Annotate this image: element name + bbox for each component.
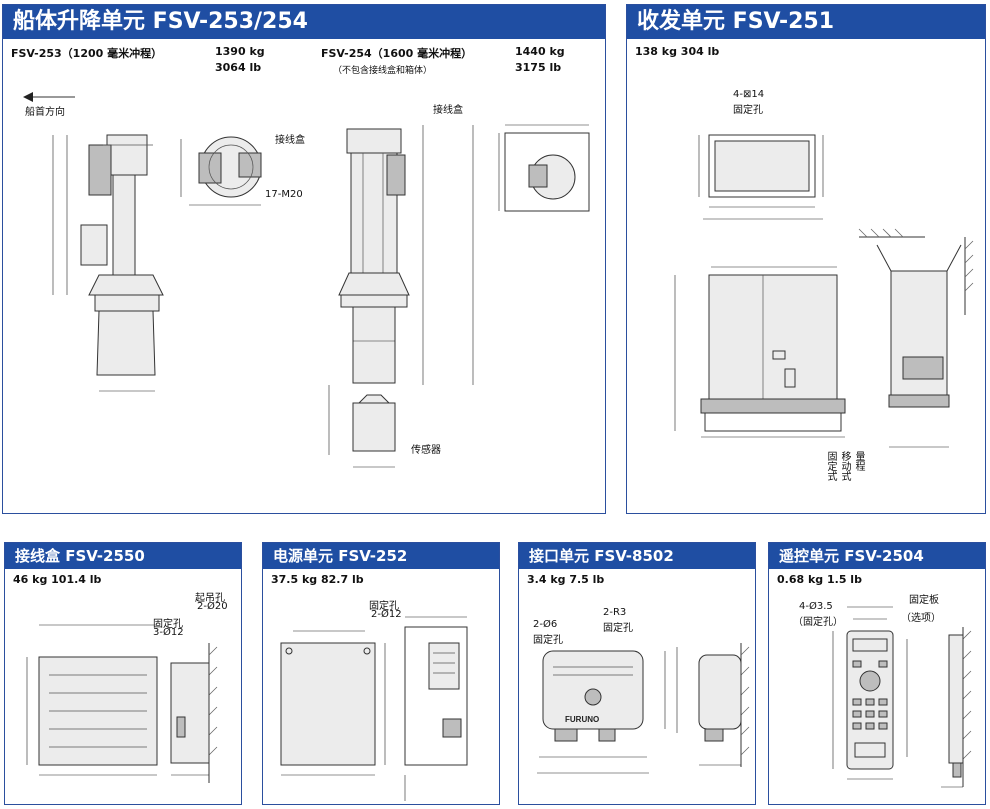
fsv253-weight-lb: 3064 lb [215,61,262,74]
transceiver-fixing-hole: 固定孔 [733,105,763,116]
bow-arrow-icon [23,92,75,102]
transceiver-side-view [858,228,974,448]
interface-unit-drawing: FURUNO [537,643,750,774]
interface-brand-text: FURUNO [565,715,599,724]
junction-box-title: 接线盒 FSV-2550 [5,543,241,569]
remote-control-weight: 0.68 kg 1.5 lb [777,573,862,586]
remote-fixing-spec: 4-Ø3.5 [799,601,833,612]
jbox-fixing-spec: 3-Ø12 [153,627,184,638]
remote-control-drawing [832,606,972,788]
junction-box-drawing [26,624,218,783]
remote-option: （选项） [901,613,941,624]
fsv254-weight-lb: 3175 lb [515,61,562,74]
bolts-label: 17-M20 [265,189,303,200]
fsv254-note: （不包含接线盒和箱体） [333,66,433,76]
sensor-label: 传感器 [411,445,441,456]
junction-box-label-2: 接线盒 [433,105,463,116]
transceiver-title: 收发单元 FSV-251 [627,5,985,39]
interface-unit-title: 接口单元 FSV-8502 [519,543,755,569]
interface-unit-weight: 3.4 kg 7.5 lb [527,573,605,586]
interface-fixing-hole: 固定孔 [533,635,563,646]
junction-box-panel: 接线盒 FSV-2550 46 kg 101.4 lb 起吊孔 2-Ø20 固定… [4,542,242,805]
power-supply-title: 电源单元 FSV-252 [263,543,499,569]
fsv253-side-view [52,134,164,392]
hull-unit-panel: 船体升降单元 FSV-253/254 FSV-253（1200 毫米冲程） 13… [2,4,606,514]
fsv254-weight-kg: 1440 kg [515,45,565,58]
remote-control-panel: 遥控单元 FSV-2504 0.68 kg 1.5 lb 4-Ø3.5 （固定孔… [768,542,986,805]
power-front-view [280,630,386,776]
remote-front-view [832,606,908,780]
transceiver-panel: 收发单元 FSV-251 138 kg 304 lb 4-⊠14 固定孔 [626,4,986,514]
power-fixing-spec: 2-Ø12 [371,609,402,620]
hull-unit-drawing [23,92,590,468]
fsv253-weight-kg: 1390 kg [215,45,265,58]
interface-fixing-hole-2: 固定孔 [603,623,633,634]
fsv253-top-view [180,136,262,206]
fsv254-side-view [328,125,474,468]
jbox-front-view [26,624,158,776]
remote-side-view [941,627,972,788]
fsv254-top-view [498,124,590,212]
power-supply-drawing [280,616,468,801]
transceiver-front-view [674,266,846,438]
power-supply-weight: 37.5 kg 82.7 lb [271,573,364,586]
transceiver-top-view [698,134,824,220]
power-fixing-hole: 固定孔 [369,601,399,612]
bow-direction-label: 船首方向 [25,107,65,118]
remote-fixing-plate: 固定板 [909,595,939,606]
interface-fixing-spec: 2-Ø6 [533,619,558,630]
jbox-fixing-hole: 固定孔 [153,619,183,630]
fsv253-label: FSV-253（1200 毫米冲程） [11,47,163,60]
interface-r-spec: 2-R3 [603,607,627,618]
mobile-type-label: 移动式 [839,451,850,481]
interface-front-view [537,647,678,774]
junction-box-weight: 46 kg 101.4 lb [13,573,102,586]
range-label: 量程 [853,451,864,471]
junction-box-label: 接线盒 [275,135,305,146]
fsv254-label: FSV-254（1600 毫米冲程） [321,47,473,60]
fixed-type-label: 固定式 [825,451,836,481]
hull-unit-title: 船体升降单元 FSV-253/254 [3,5,605,39]
interface-side-view [698,643,750,767]
power-supply-panel: 电源单元 FSV-252 37.5 kg 82.7 lb 固定孔 2-Ø12 [262,542,500,805]
transceiver-weight: 138 kg 304 lb [635,45,720,58]
power-side-view [404,616,468,801]
jbox-side-view [170,643,218,783]
interface-unit-panel: 接口单元 FSV-8502 3.4 kg 7.5 lb 2-R3 固定孔 2-Ø… [518,542,756,805]
transceiver-hole-spec: 4-⊠14 [733,89,765,100]
jbox-lifting-hole: 起吊孔 [195,593,225,604]
remote-control-title: 遥控单元 FSV-2504 [769,543,985,569]
transceiver-drawing [674,134,974,448]
jbox-lifting-spec: 2-Ø20 [197,601,228,612]
remote-fixing-hole: （固定孔） [793,617,843,628]
